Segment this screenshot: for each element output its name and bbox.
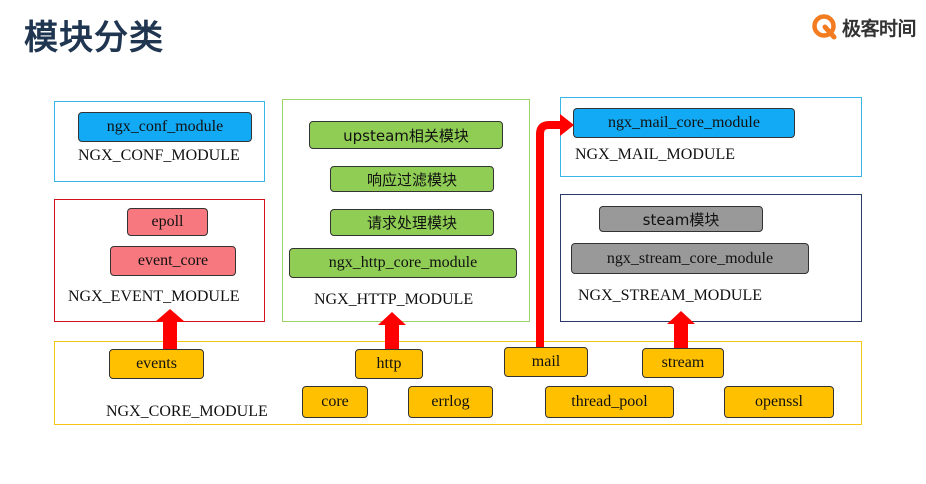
node-epoll: epoll — [127, 208, 208, 236]
geektime-logo-icon — [812, 14, 837, 40]
node-ngx-conf-module: ngx_conf_module — [78, 112, 252, 142]
arrow-stream-to-stream-module — [667, 311, 695, 348]
node-openssl: openssl — [724, 386, 834, 418]
arrow-events-to-event-module — [155, 309, 185, 349]
arrow-mail-to-mail-core — [536, 121, 562, 347]
node-stream-modules: steam模块 — [599, 206, 763, 232]
node-event-core: event_core — [110, 246, 236, 276]
node-thread-pool: thread_pool — [545, 386, 674, 418]
logo-text: 极客时间 — [842, 17, 917, 40]
node-ngx-http-core-module: ngx_http_core_module — [289, 248, 517, 278]
node-http: http — [355, 349, 423, 379]
node-events: events — [109, 349, 204, 379]
event-module-label: NGX_EVENT_MODULE — [68, 288, 240, 305]
node-request-handler-modules: 请求处理模块 — [330, 209, 494, 236]
node-core: core — [302, 386, 368, 418]
mail-module-label: NGX_MAIL_MODULE — [575, 146, 735, 163]
node-response-filter-modules: 响应过滤模块 — [330, 166, 494, 192]
http-module-label: NGX_HTTP_MODULE — [314, 291, 474, 308]
node-stream: stream — [642, 348, 724, 378]
brand-logo: 极客时间 — [812, 14, 917, 40]
node-ngx-stream-core-module: ngx_stream_core_module — [571, 243, 809, 274]
arrow-http-to-http-module — [378, 312, 406, 349]
page-title: 模块分类 — [24, 18, 164, 58]
conf-module-label: NGX_CONF_MODULE — [78, 147, 240, 164]
node-mail: mail — [504, 347, 588, 377]
node-upstream-modules: upsteam相关模块 — [309, 121, 503, 149]
node-errlog: errlog — [408, 386, 493, 418]
node-ngx-mail-core-module: ngx_mail_core_module — [573, 108, 795, 138]
arrow-mail-head — [560, 114, 574, 136]
stream-module-label: NGX_STREAM_MODULE — [578, 287, 762, 304]
core-module-label: NGX_CORE_MODULE — [106, 403, 268, 420]
